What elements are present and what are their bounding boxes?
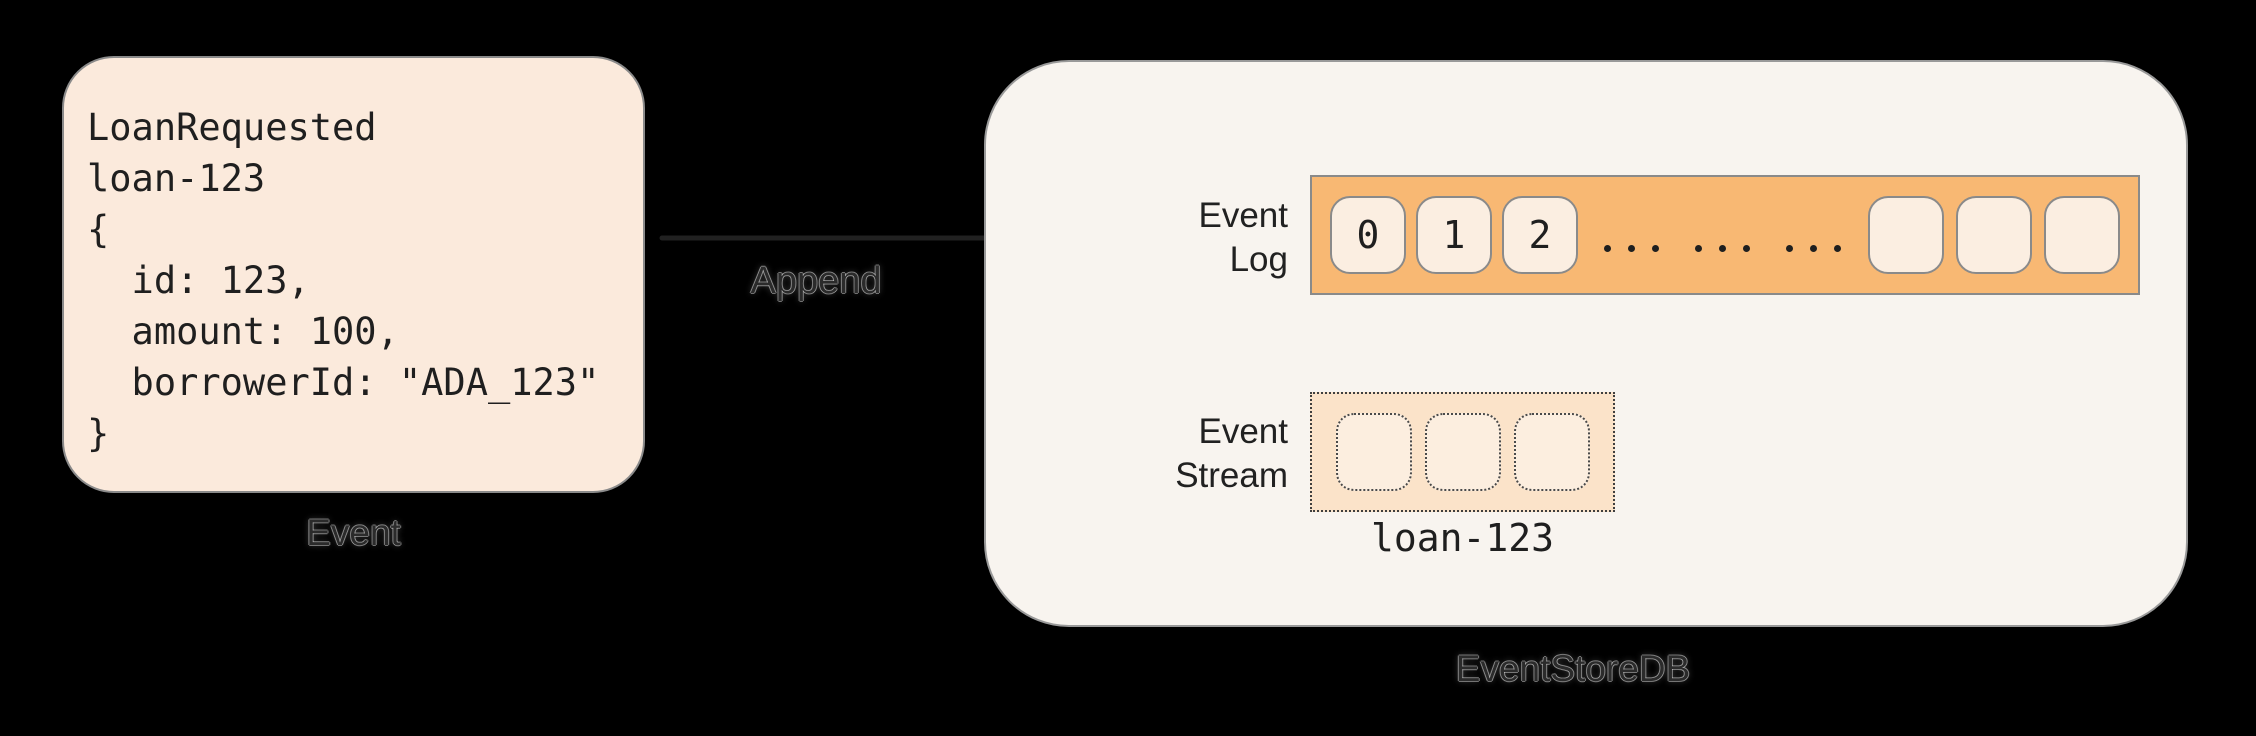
stream-name-label: loan-123: [1370, 516, 1555, 560]
event-card: LoanRequested loan-123 { id: 123, amount…: [62, 56, 645, 493]
ellipsis-dots: [1604, 244, 1841, 252]
event-card-label: Event: [306, 512, 401, 553]
event-stream-box: [1310, 392, 1615, 512]
log-empty-cell: [1868, 196, 1944, 274]
event-code-block: LoanRequested loan-123 { id: 123, amount…: [87, 102, 599, 459]
code-line: {: [87, 208, 110, 251]
event-log-cells: 0 1 2: [1330, 196, 1578, 274]
log-empty-cell: [1956, 196, 2032, 274]
log-cell-0: 0: [1330, 196, 1406, 274]
event-log-label-line: Log: [1229, 240, 1288, 279]
code-line: }: [87, 412, 110, 455]
ellipsis-dot-group: [1695, 244, 1750, 252]
stream-empty-cell: [1513, 413, 1590, 491]
code-line: amount: 100,: [87, 310, 399, 353]
code-line: loan-123: [87, 157, 266, 200]
eventstoredb-box: [984, 60, 2188, 627]
stream-empty-cell: [1335, 413, 1412, 491]
ellipsis-dot-group: [1604, 244, 1659, 252]
event-log-label: Event Log: [1038, 194, 1289, 282]
event-stream-label-line: Event: [1198, 412, 1289, 451]
code-line: borrowerId: "ADA_123": [87, 361, 600, 404]
append-arrow-label: Append: [750, 260, 882, 302]
event-stream-label-line: Stream: [1175, 456, 1288, 495]
event-stream-label: Event Stream: [1038, 410, 1288, 498]
log-cell-1: 1: [1416, 196, 1492, 274]
ellipsis-dot-group: [1786, 244, 1841, 252]
event-log-label-line: Event: [1198, 196, 1289, 235]
eventstoredb-label: EventStoreDB: [1455, 648, 1691, 689]
code-line: LoanRequested: [87, 106, 377, 149]
log-cell-2: 2: [1502, 196, 1578, 274]
event-log-empty-cells: [1868, 196, 2120, 274]
stream-empty-cell: [1424, 413, 1501, 491]
code-line: id: 123,: [87, 259, 310, 302]
event-log-bar: 0 1 2: [1310, 175, 2140, 295]
log-empty-cell: [2044, 196, 2120, 274]
